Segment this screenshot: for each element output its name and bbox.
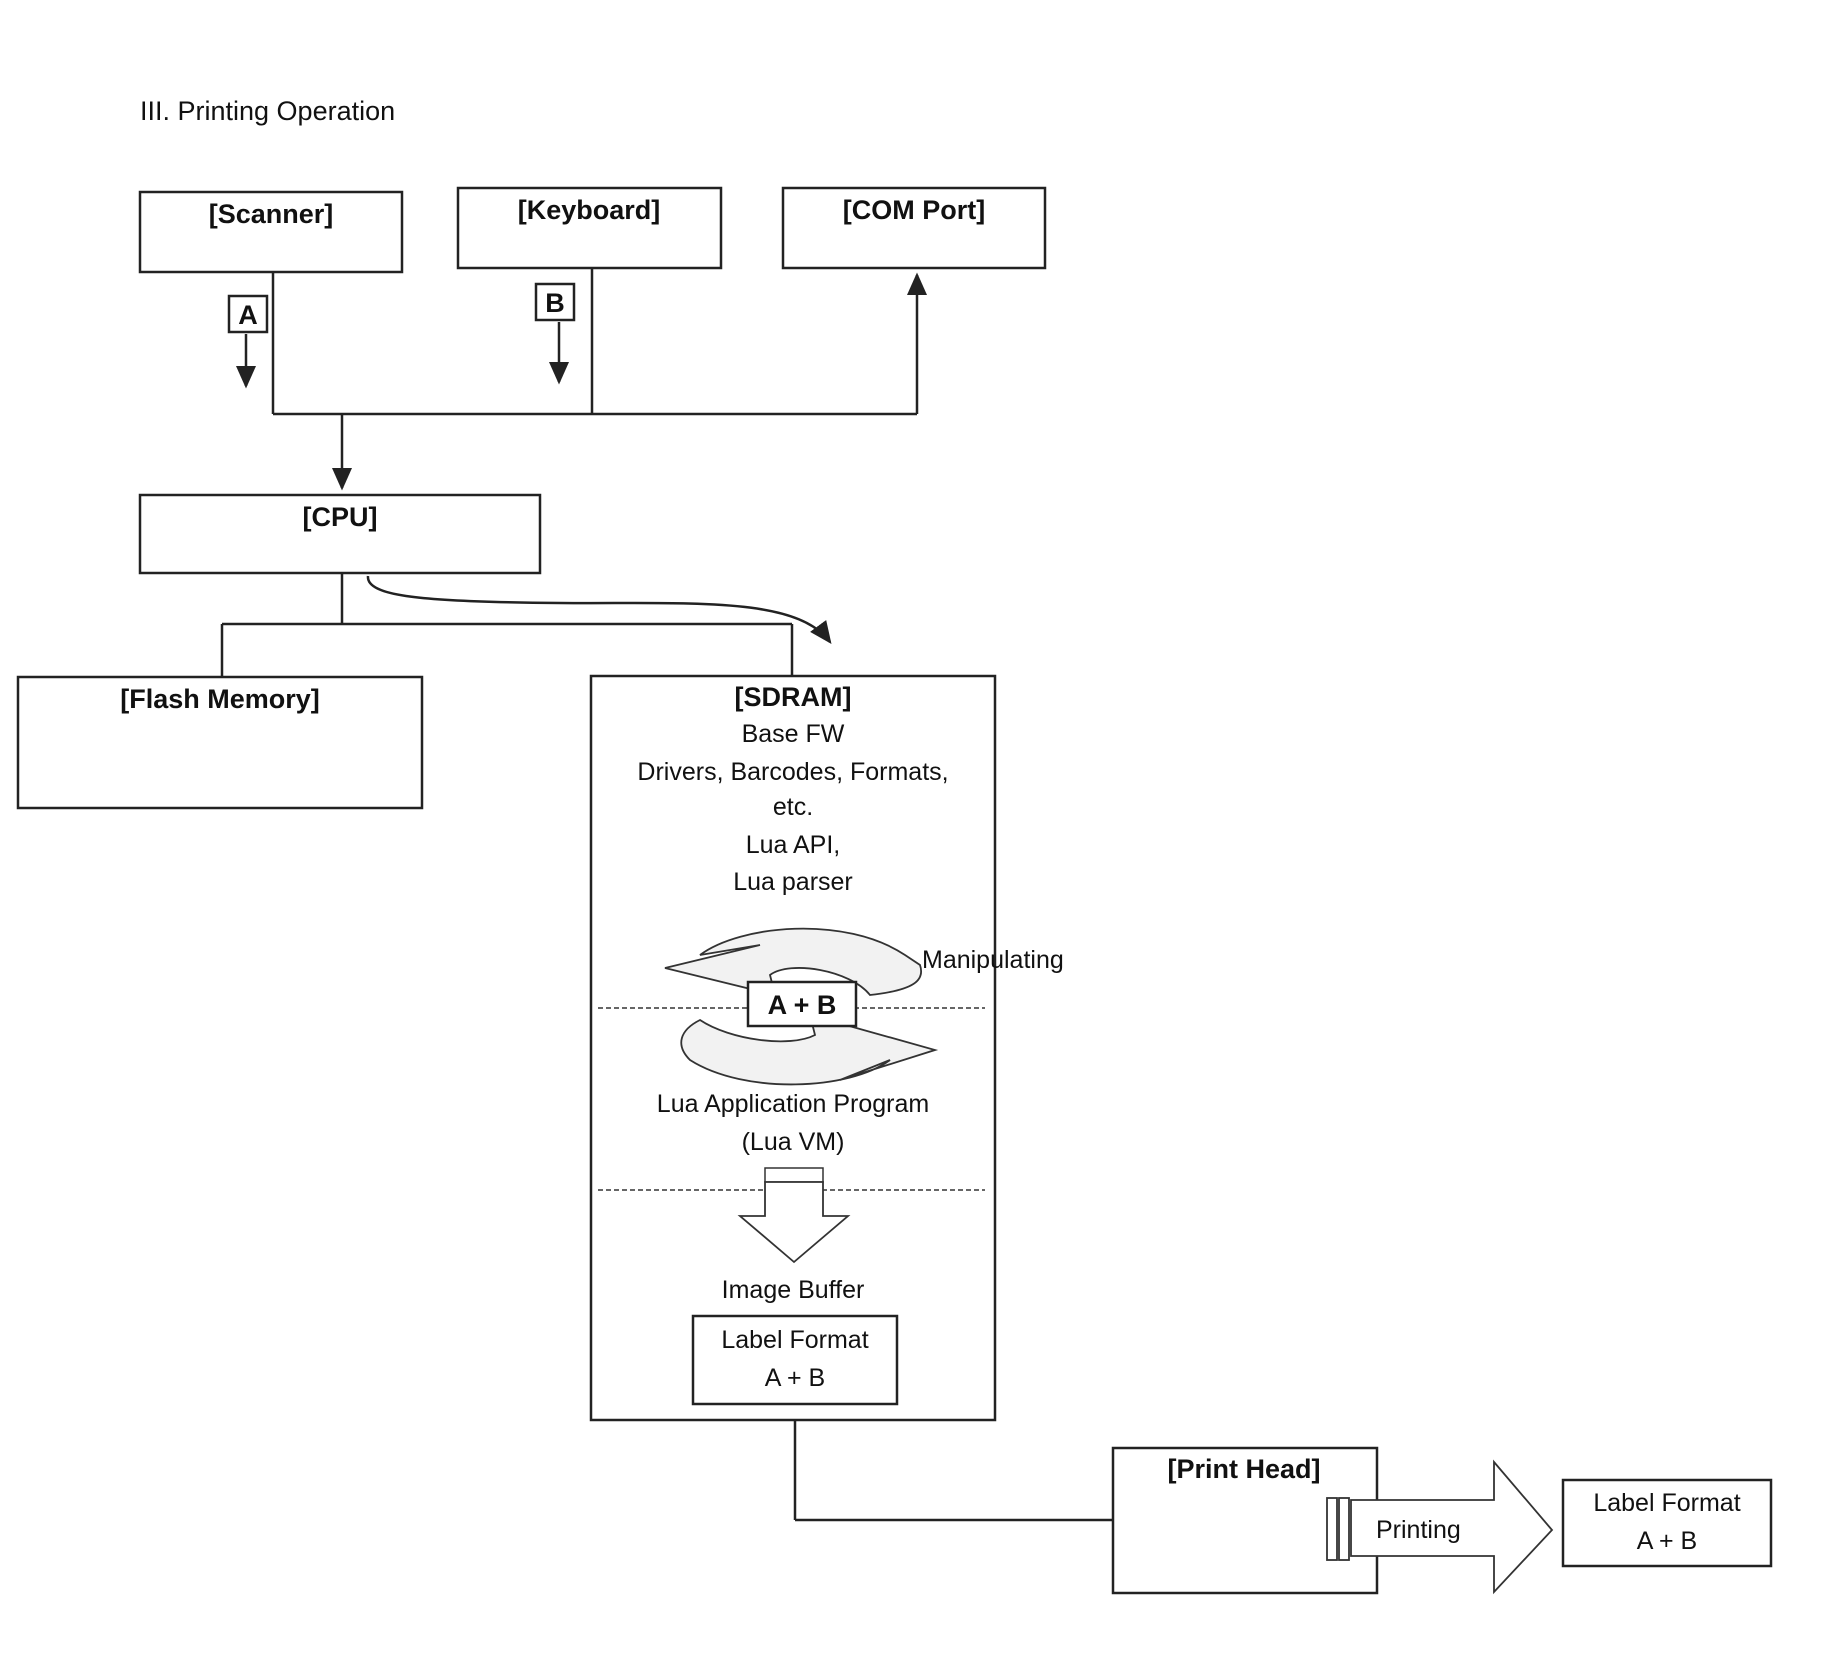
- print-head-label: [Print Head]: [1167, 1454, 1320, 1484]
- cpu-label: [CPU]: [303, 502, 378, 532]
- sdram-to-print-head-line: [795, 1420, 1113, 1520]
- sdram-line-2: Drivers, Barcodes, Formats,: [637, 758, 948, 786]
- sdram-line-3: etc.: [773, 793, 813, 821]
- signal-b: B: [536, 284, 574, 382]
- flash-memory-box: [Flash Memory]: [18, 677, 422, 808]
- lua-program-line-1: Lua Application Program: [657, 1090, 929, 1118]
- cpu-connector: [222, 573, 792, 677]
- manipulating-label: Manipulating: [922, 946, 1064, 974]
- lua-program-line-2: (Lua VM): [742, 1128, 845, 1156]
- input-bus: [273, 268, 917, 488]
- scanner-box: [Scanner]: [140, 192, 402, 272]
- com-port-label: [COM Port]: [843, 195, 985, 225]
- cpu-box: [CPU]: [140, 495, 540, 573]
- output-label-format-box: Label Format A + B: [1563, 1480, 1771, 1566]
- printing-label: Printing: [1376, 1516, 1461, 1544]
- signal-a: A: [229, 296, 267, 386]
- com-port-box: [COM Port]: [783, 188, 1045, 268]
- signal-b-label: B: [545, 288, 565, 318]
- flash-memory-label: [Flash Memory]: [120, 684, 320, 714]
- manipulated-data-label: A + B: [768, 990, 837, 1020]
- sdram-line-1: Base FW: [742, 720, 845, 748]
- scanner-label: [Scanner]: [209, 199, 334, 229]
- output-label-format-line-2: A + B: [1637, 1527, 1697, 1555]
- keyboard-box: [Keyboard]: [458, 188, 721, 268]
- buffer-label-format-line-1: Label Format: [721, 1326, 868, 1354]
- sdram-label: [SDRAM]: [735, 682, 852, 712]
- output-label-format-line-1: Label Format: [1593, 1489, 1740, 1517]
- buffer-label-format-line-2: A + B: [765, 1364, 825, 1392]
- cpu-to-sdram-curved-arrow: [368, 576, 830, 642]
- diagram-title: III. Printing Operation: [140, 96, 395, 126]
- signal-a-label: A: [238, 300, 258, 330]
- keyboard-label: [Keyboard]: [518, 195, 661, 225]
- sdram-line-4: Lua API,: [746, 831, 841, 859]
- sdram-box: [SDRAM] Base FW Drivers, Barcodes, Forma…: [591, 676, 995, 1420]
- sdram-line-5: Lua parser: [733, 868, 853, 896]
- image-buffer-label: Image Buffer: [722, 1276, 865, 1304]
